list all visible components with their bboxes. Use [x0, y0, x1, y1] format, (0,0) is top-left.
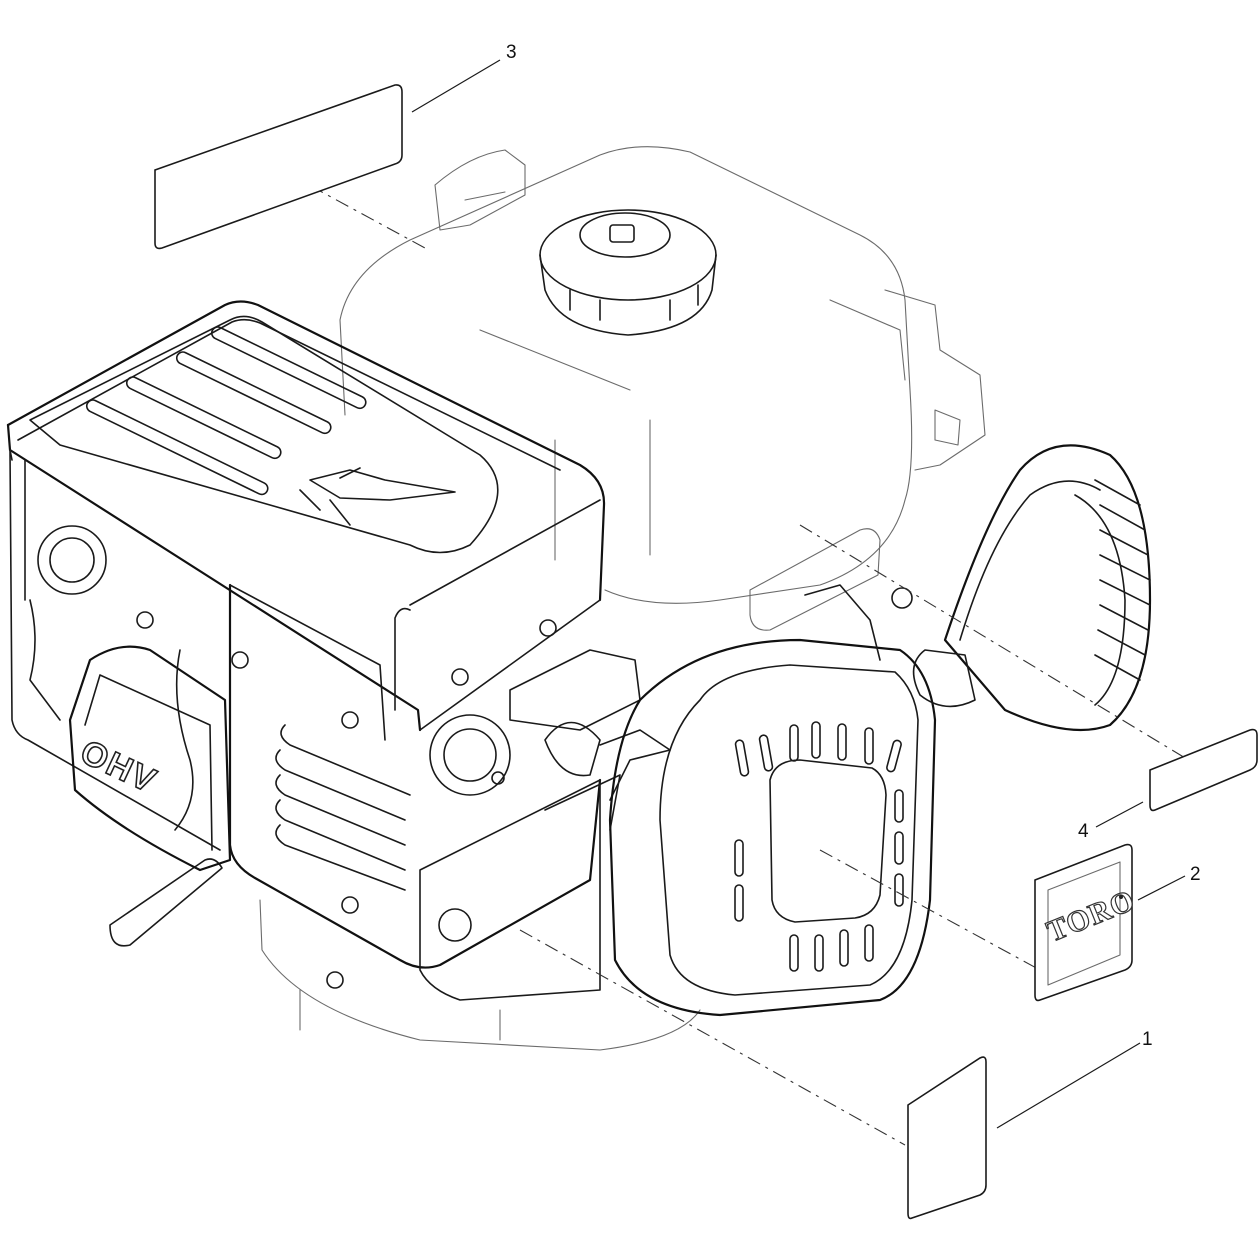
assembly-lines [284, 171, 1206, 1146]
fuel-cap [539, 209, 717, 336]
callout-3: 3 [411, 42, 517, 113]
engine-housing [136, 583, 602, 1001]
callout-2: 2 [1137, 864, 1201, 901]
oil-dipstick [434, 149, 526, 231]
engine-shroud [6, 300, 606, 732]
side-panel [9, 449, 221, 851]
fuel-tank [339, 146, 986, 604]
callout-label-3: 3 [506, 42, 517, 63]
callout-4: 4 [1078, 801, 1144, 842]
callout-label-4: 4 [1078, 821, 1089, 842]
crankcase [109, 858, 701, 1051]
starter-vents [734, 721, 904, 972]
callout-label-2: 2 [1190, 864, 1201, 885]
engine-controls [429, 649, 671, 831]
callout-1: 1 [996, 1029, 1153, 1129]
decal-4 [1149, 728, 1258, 812]
valve-cover: OHV [68, 645, 232, 872]
tank-decal-location [749, 528, 913, 661]
ohv-mark: OHV [75, 733, 163, 801]
callout-label-1: 1 [1142, 1029, 1153, 1050]
recoil-starter [608, 444, 1152, 1017]
decal-3 [154, 84, 403, 250]
decal-1 [907, 1056, 987, 1220]
decal-2: TORO [1034, 843, 1140, 1002]
